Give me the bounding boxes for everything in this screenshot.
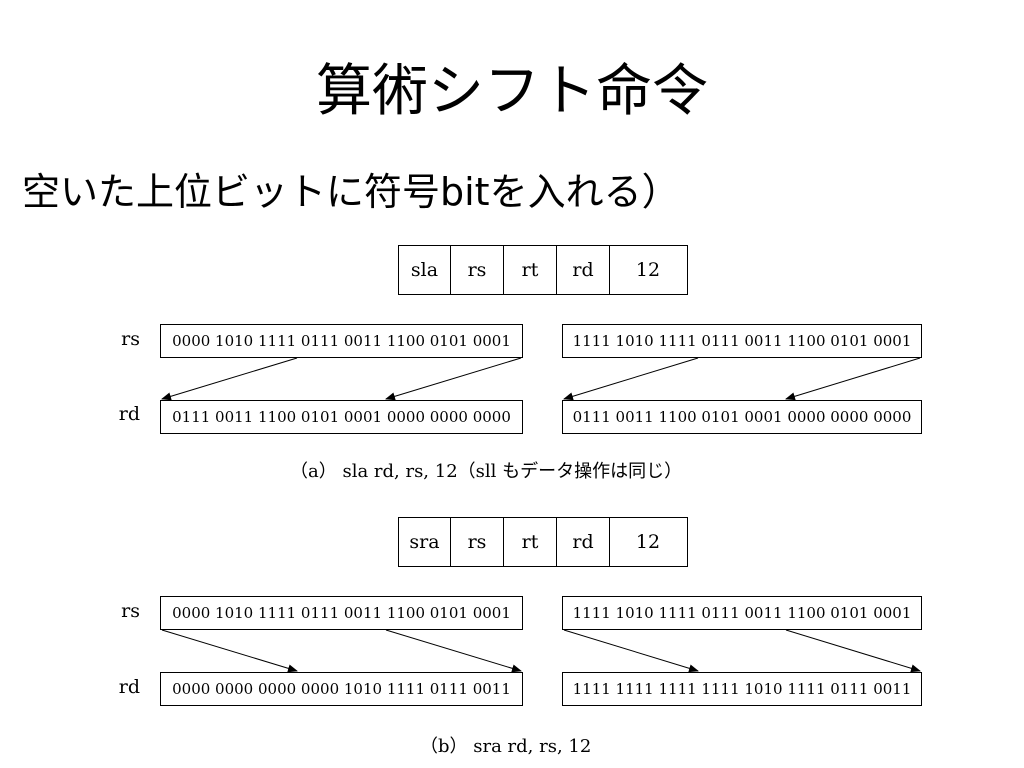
instruction-format-sra: sra rs rt rd 12	[398, 517, 688, 567]
register-rs-positive: 0000 1010 1111 0111 0011 1100 0101 0001	[160, 596, 523, 630]
shift-arrow	[385, 357, 522, 401]
shift-arrow	[785, 357, 921, 401]
figure-caption-b: （b） sra rd, rs, 12	[420, 736, 592, 757]
shift-arrow	[563, 357, 699, 401]
register-rd-negative: 1111 1111 1111 1111 1010 1111 0111 0011	[562, 672, 922, 706]
format-field-opcode: sra	[399, 518, 451, 566]
shift-arrow	[785, 629, 921, 673]
register-label-rs: rs	[121, 328, 140, 350]
register-rs-positive: 0000 1010 1111 0111 0011 1100 0101 0001	[160, 324, 523, 358]
format-field-shamt: 12	[635, 259, 661, 281]
register-label-rd: rd	[118, 403, 140, 425]
format-field-opcode: sla	[399, 246, 451, 294]
slide-title: 算術シフト命令	[316, 59, 708, 124]
register-rs-negative: 1111 1010 1111 0111 0011 1100 0101 0001	[562, 324, 922, 358]
register-label-rd: rd	[118, 676, 140, 698]
shift-arrow	[161, 629, 298, 673]
register-rd-positive: 0111 0011 1100 0101 0001 0000 0000 0000	[160, 400, 523, 434]
instruction-format-sla: sla rs rt rd 12	[398, 245, 688, 295]
register-rd-negative: 0111 0011 1100 0101 0001 0000 0000 0000	[562, 400, 922, 434]
figure-caption-a: （a） sla rd, rs, 12（sll もデータ操作は同じ）	[290, 461, 683, 482]
shift-arrow	[563, 629, 699, 673]
register-rd-positive: 0000 0000 0000 0000 1010 1111 0111 0011	[160, 672, 523, 706]
format-field-rd: rd	[557, 518, 610, 566]
slide-subtitle: 空いた上位ビットに符号bitを入れる）	[22, 170, 680, 214]
format-field-rt: rt	[504, 246, 557, 294]
shift-arrow	[385, 629, 522, 673]
register-label-rs: rs	[121, 600, 140, 622]
register-rs-negative: 1111 1010 1111 0111 0011 1100 0101 0001	[562, 596, 922, 630]
format-field-shamt: 12	[635, 531, 661, 553]
format-field-rs: rs	[451, 518, 504, 566]
format-field-rd: rd	[557, 246, 610, 294]
format-field-rs: rs	[451, 246, 504, 294]
format-field-rt: rt	[504, 518, 557, 566]
shift-arrow	[161, 357, 298, 401]
